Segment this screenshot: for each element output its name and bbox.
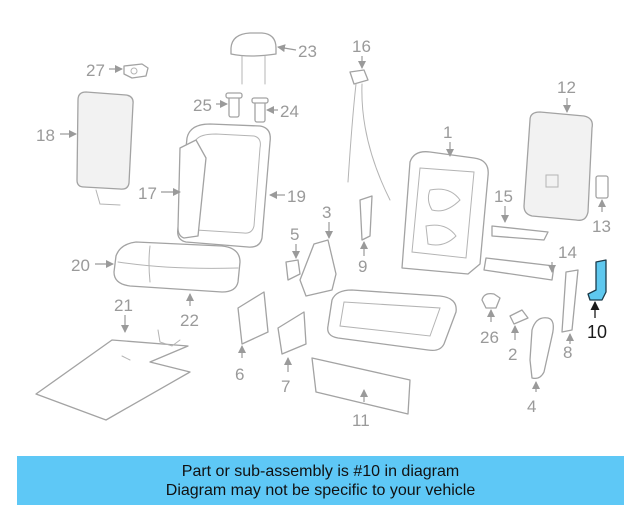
callout-18: 18 [36,126,55,145]
part-6-panel[interactable] [237,291,269,345]
part-18-back-panel[interactable] [76,91,134,206]
part-25-guide[interactable] [225,92,243,118]
callout-7: 7 [281,377,290,396]
part-20-seat-cushion[interactable] [113,241,241,293]
part-15-bracket[interactable] [491,225,549,241]
part-3-bracket[interactable] [299,239,337,297]
callout-6: 6 [235,365,244,384]
part-10-highlighted[interactable] [587,259,607,301]
part-8-trim[interactable] [561,269,579,333]
part-23-headrest[interactable] [230,32,277,85]
callout-9: 9 [358,257,367,276]
part-26-cap[interactable] [481,292,501,309]
banner-line-1: Part or sub-assembly is #10 in diagram [181,462,460,480]
part-14-rail[interactable] [483,257,555,281]
part-17-seatback-pad[interactable] [177,139,207,239]
callout-12: 12 [557,78,576,97]
banner-line-2: Diagram may not be specific to your vehi… [165,481,476,499]
part-16-cable[interactable] [347,69,391,201]
part-11-valance[interactable] [311,357,411,415]
callout-27: 27 [86,61,105,80]
callout-3: 3 [322,203,331,222]
callout-5: 5 [290,225,299,244]
callout-23: 23 [298,42,317,61]
part-1-seat-frame[interactable] [327,151,489,352]
part-5-clip[interactable] [285,259,301,281]
callout-2: 2 [508,345,517,364]
callout-19: 19 [287,187,306,206]
callout-22: 22 [180,311,199,330]
part-7-panel[interactable] [277,311,307,355]
part-24-guide[interactable] [251,97,269,123]
callout-10: 10 [587,322,607,342]
part-13-latch[interactable] [595,175,609,199]
part-27-clip[interactable] [123,63,149,79]
callout-24: 24 [280,102,299,121]
callout-26: 26 [480,328,499,347]
callout-21: 21 [114,296,133,315]
info-banner: Part or sub-assembly is #10 in diagram D… [17,456,624,505]
callout-15: 15 [494,187,513,206]
callout-17: 17 [138,184,157,203]
callout-8: 8 [563,343,572,362]
callout-1: 1 [443,123,452,142]
callout-13: 13 [592,217,611,236]
part-12-back-panel[interactable] [523,111,593,221]
part-9-lever[interactable] [359,195,373,241]
part-2-clip[interactable] [509,309,529,325]
callout-4: 4 [527,397,536,416]
part-4-cover[interactable] [529,317,554,380]
seat-parts-diagram: 27 23 25 24 18 19 17 20 [35,32,611,430]
callout-11: 11 [352,411,370,430]
callout-20: 20 [71,256,90,275]
callout-25: 25 [193,96,212,115]
part-21-floor-mat[interactable] [35,329,191,421]
callout-16: 16 [352,37,371,56]
callout-14: 14 [558,243,577,262]
